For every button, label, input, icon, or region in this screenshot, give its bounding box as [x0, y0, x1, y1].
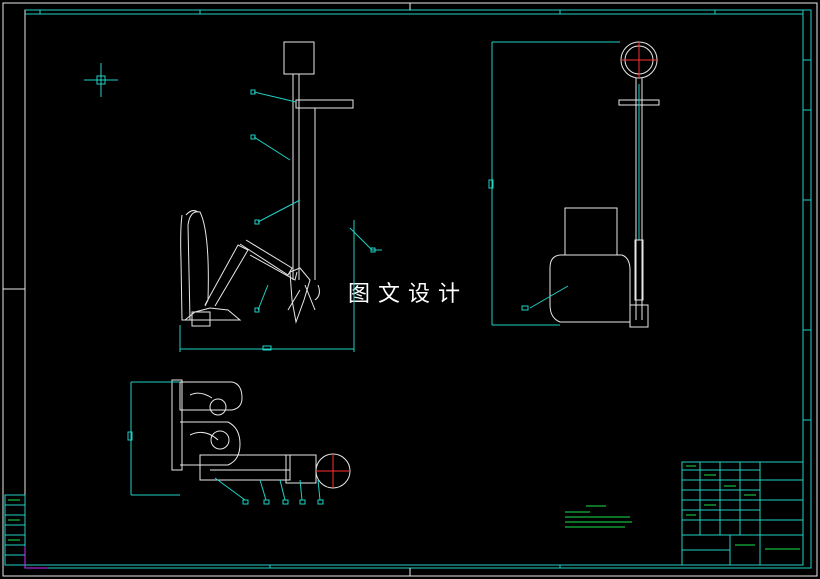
side-view	[488, 41, 660, 328]
front-view	[179, 41, 382, 352]
title-block	[681, 461, 804, 566]
technical-notes	[565, 505, 632, 528]
title-block-fill	[686, 465, 800, 550]
crosshair-cursor	[84, 63, 118, 97]
top-view	[127, 379, 351, 505]
origin-marker	[24, 546, 48, 569]
revision-block	[4, 494, 26, 566]
watermark-text: 图文设计	[348, 282, 469, 307]
